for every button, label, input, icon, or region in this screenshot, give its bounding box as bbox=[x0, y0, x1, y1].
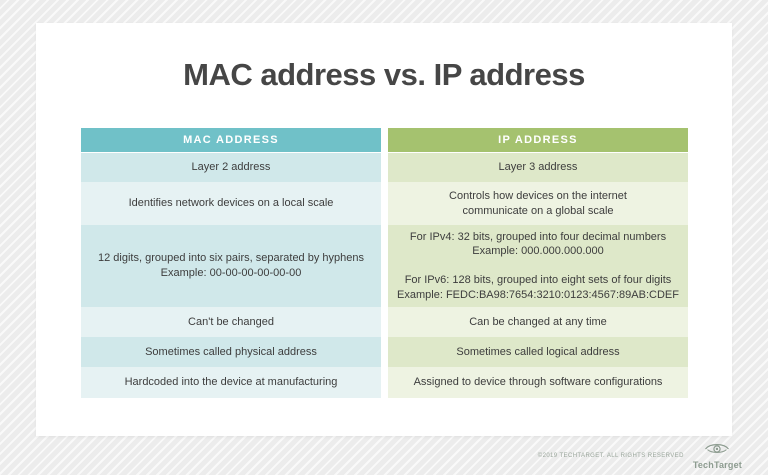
mac-cell-assignment: Hardcoded into the device at manufacturi… bbox=[81, 367, 381, 398]
mac-cell-alias: Sometimes called physical address bbox=[81, 337, 381, 367]
footer: ©2019 TECHTARGET. ALL RIGHTS RESERVED Te… bbox=[538, 441, 742, 470]
copyright-text: ©2019 TECHTARGET. ALL RIGHTS RESERVED bbox=[537, 452, 684, 459]
ip-cell-format: For IPv4: 32 bits, grouped into four dec… bbox=[388, 225, 688, 307]
ip-column-header: IP ADDRESS bbox=[388, 128, 688, 153]
mac-column-header: MAC ADDRESS bbox=[81, 128, 381, 153]
mac-cell-scope: Identifies network devices on a local sc… bbox=[81, 182, 381, 225]
mac-address-column: MAC ADDRESS Layer 2 address Identifies n… bbox=[81, 128, 381, 398]
ip-cell-alias: Sometimes called logical address bbox=[388, 337, 688, 367]
techtarget-logo: TechTarget bbox=[693, 441, 742, 470]
comparison-table: MAC ADDRESS Layer 2 address Identifies n… bbox=[81, 128, 688, 398]
ip-cell-changeability: Can be changed at any time bbox=[388, 307, 688, 337]
ip-cell-assignment: Assigned to device through software conf… bbox=[388, 367, 688, 398]
ip-address-column: IP ADDRESS Layer 3 address Controls how … bbox=[388, 128, 688, 398]
eye-target-icon bbox=[704, 441, 730, 460]
infographic-card: MAC address vs. IP address MAC ADDRESS L… bbox=[36, 23, 732, 436]
mac-cell-format: 12 digits, grouped into six pairs, separ… bbox=[81, 225, 381, 307]
mac-cell-changeability: Can't be changed bbox=[81, 307, 381, 337]
techtarget-logo-text: TechTarget bbox=[692, 460, 742, 470]
mac-cell-layer: Layer 2 address bbox=[81, 153, 381, 182]
ip-cell-scope: Controls how devices on the internet com… bbox=[388, 182, 688, 225]
page-title: MAC address vs. IP address bbox=[183, 57, 585, 92]
ip-cell-layer: Layer 3 address bbox=[388, 153, 688, 182]
